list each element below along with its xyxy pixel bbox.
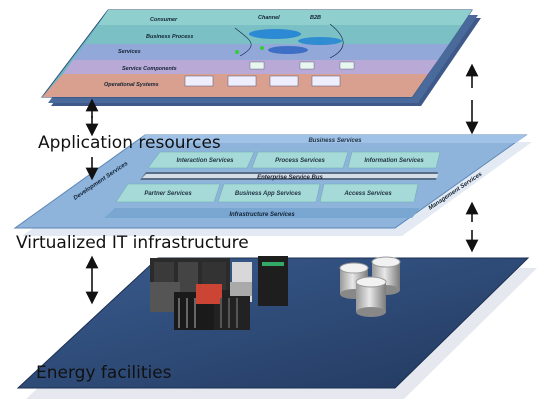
business-process-row-label: Business Process bbox=[146, 34, 193, 40]
business-services-label: Business Services bbox=[308, 138, 362, 144]
virtualized-it-layer: Business Services Interaction Services P… bbox=[13, 134, 532, 236]
consumer-row-label: Consumer bbox=[150, 17, 178, 23]
enterprise-service-bus-label: Enterprise Service Bus bbox=[257, 175, 323, 181]
storage-cylinders-image bbox=[339, 256, 401, 317]
energy-facilities-label: Energy facilities bbox=[36, 363, 172, 383]
infrastructure-services-label: Infrastructure Services bbox=[229, 212, 295, 218]
access-services-label: Access Services bbox=[343, 191, 392, 197]
server-racks-image bbox=[150, 256, 288, 330]
layer-arrows bbox=[85, 63, 479, 305]
process-services-label: Process Services bbox=[275, 158, 325, 164]
channel-label: Channel bbox=[258, 15, 280, 21]
b2b-label: B2B bbox=[310, 15, 321, 21]
virtualized-it-infrastructure-label: Virtualized IT infrastructure bbox=[16, 233, 249, 253]
interaction-services-label: Interaction Services bbox=[176, 158, 234, 164]
service-components-row-label: Service Components bbox=[122, 66, 177, 72]
services-row-label: Services bbox=[118, 49, 141, 55]
partner-services-label: Partner Services bbox=[144, 191, 192, 197]
operational-systems-row-label: Operational Systems bbox=[104, 82, 159, 88]
business-app-services-label: Business App Services bbox=[235, 191, 302, 197]
application-resources-layer: Consumer Business Process Services Servi… bbox=[40, 9, 481, 106]
information-services-label: Information Services bbox=[364, 158, 424, 164]
application-resources-label: Application resources bbox=[38, 133, 221, 153]
